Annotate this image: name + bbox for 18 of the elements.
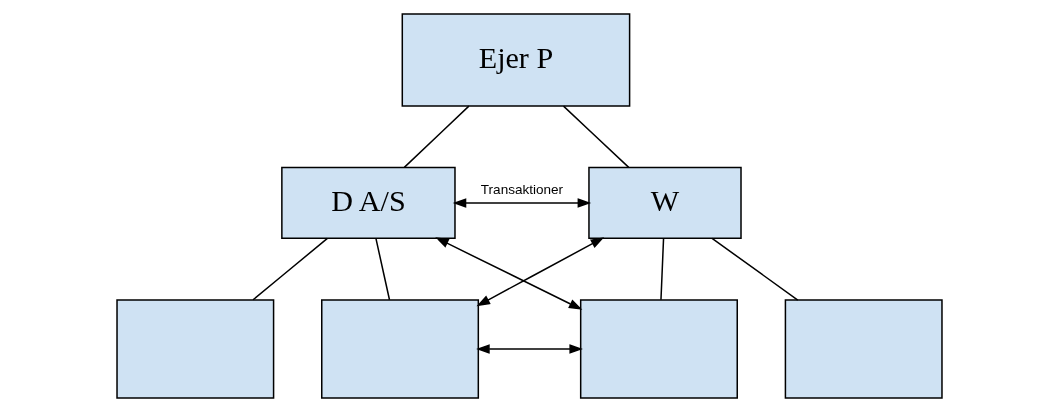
node-box (115, 299, 274, 399)
arrow (476, 237, 604, 307)
arrow (434, 237, 582, 310)
edge-label: Transaktioner (480, 182, 563, 198)
node-box: Ejer P (401, 13, 630, 107)
connector (403, 105, 470, 169)
node-box (320, 299, 479, 399)
connector (659, 237, 664, 301)
connector (710, 237, 799, 301)
arrow (475, 344, 583, 354)
connector (374, 237, 390, 301)
node-box (784, 299, 943, 399)
node-box: D A/S (280, 166, 456, 240)
arrow (452, 198, 591, 208)
node-box: W (587, 166, 742, 240)
connector (562, 105, 629, 169)
node-box (579, 299, 738, 399)
connector (251, 237, 328, 301)
